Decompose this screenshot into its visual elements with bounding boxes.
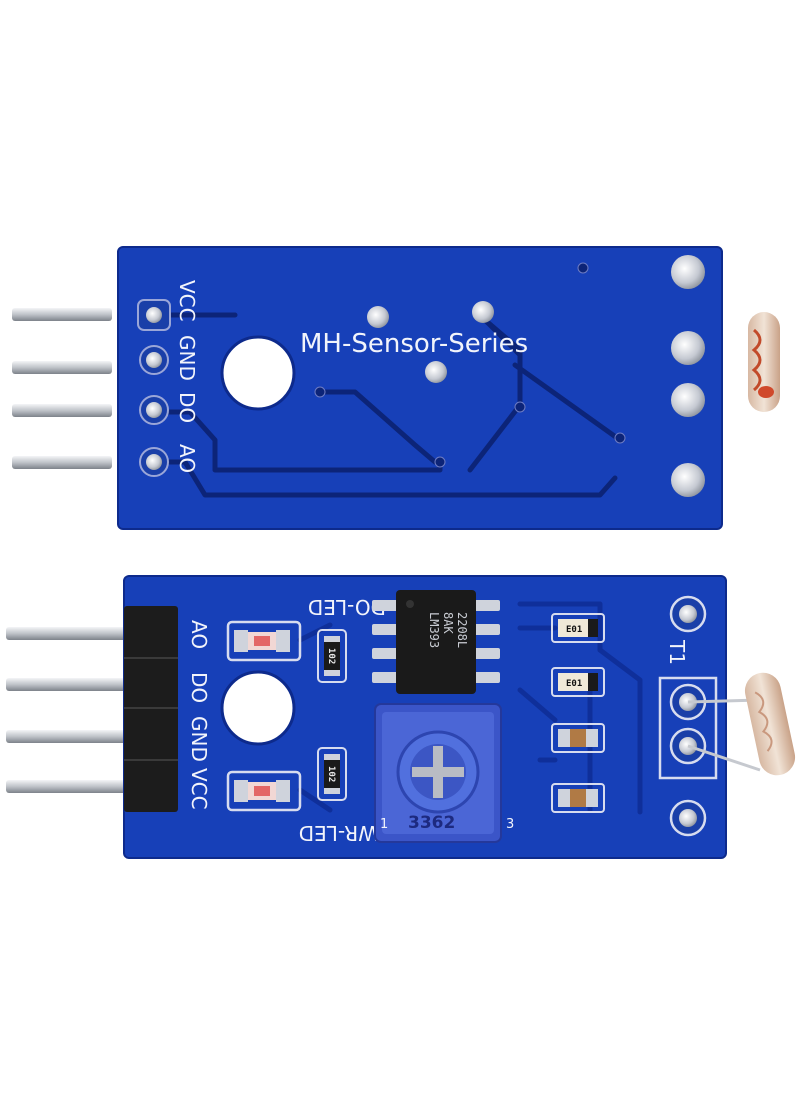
front-pin-1 — [6, 627, 146, 640]
front-pin-label-ao: AO — [187, 620, 211, 649]
pwr-led — [226, 770, 302, 812]
back-vias — [314, 262, 626, 468]
chip-line-2: 8AK — [441, 612, 455, 634]
back-header-pads — [137, 299, 171, 477]
do-led — [226, 620, 302, 662]
resistor-r2-label: 102 — [326, 766, 336, 782]
front-pin-label-gnd: GND — [187, 716, 211, 762]
front-pin-labels: AO DO GND VCC — [187, 620, 211, 810]
smd-capacitor-2 — [551, 783, 605, 813]
front-ldr-sensor — [687, 672, 796, 776]
front-header-pins — [6, 627, 146, 793]
pot-pin-left: 1 — [380, 817, 388, 832]
back-pin-label-do: DO — [175, 392, 199, 423]
front-pin-label-vcc: VCC — [187, 768, 211, 810]
back-pin-3 — [12, 404, 112, 417]
pot-label: 3362 — [408, 813, 455, 833]
back-pin-label-gnd: GND — [175, 335, 199, 381]
chip-line-1: LM393 — [427, 612, 441, 648]
back-pin-label-vcc: VCC — [175, 280, 199, 322]
front-pin-label-do: DO — [187, 672, 211, 703]
smd-1-label: E01 — [566, 625, 582, 635]
back-header-pins — [12, 308, 112, 469]
back-pin-labels: VCC GND DO AO — [175, 280, 199, 473]
chip-line-3: 2208L — [455, 612, 469, 648]
back-pcb — [117, 246, 723, 530]
front-pin-2 — [6, 678, 146, 691]
front-mounting-hole — [220, 670, 296, 746]
front-board: DO-LED PWR-LED AO DO GND VCC 102 — [6, 575, 796, 859]
front-pin-4 — [6, 780, 146, 793]
back-pin-label-ao: AO — [175, 444, 199, 473]
resistor-r1-label: 102 — [326, 648, 336, 664]
back-board: MH-Sensor-Series VCC GND DO AO — [12, 246, 780, 530]
ldr-label: T1 — [665, 639, 689, 665]
pot-pin-right: 3 — [506, 817, 514, 832]
back-traces — [157, 312, 623, 498]
back-pin-4 — [12, 456, 112, 469]
back-ldr-sensor — [748, 312, 780, 412]
back-mounting-hole — [220, 335, 296, 411]
smd-capacitor-1 — [551, 723, 605, 753]
back-pin-1 — [12, 308, 112, 321]
smd-2-label: E01 — [566, 679, 582, 689]
back-solder-joints — [367, 255, 705, 497]
resistor-r2: 102 — [317, 747, 347, 801]
back-pin-2 — [12, 361, 112, 374]
smd-e01-1: E01 — [551, 613, 605, 643]
back-title: MH-Sensor-Series — [300, 329, 528, 359]
resistor-r1: 102 — [317, 629, 347, 683]
front-pin-3 — [6, 730, 146, 743]
front-header-housing-segments — [124, 657, 178, 761]
lm393-chip: LM393 8AK 2208L — [372, 590, 500, 694]
smd-e01-2: E01 — [551, 667, 605, 697]
potentiometer-3362: 3362 1 3 — [374, 703, 514, 843]
